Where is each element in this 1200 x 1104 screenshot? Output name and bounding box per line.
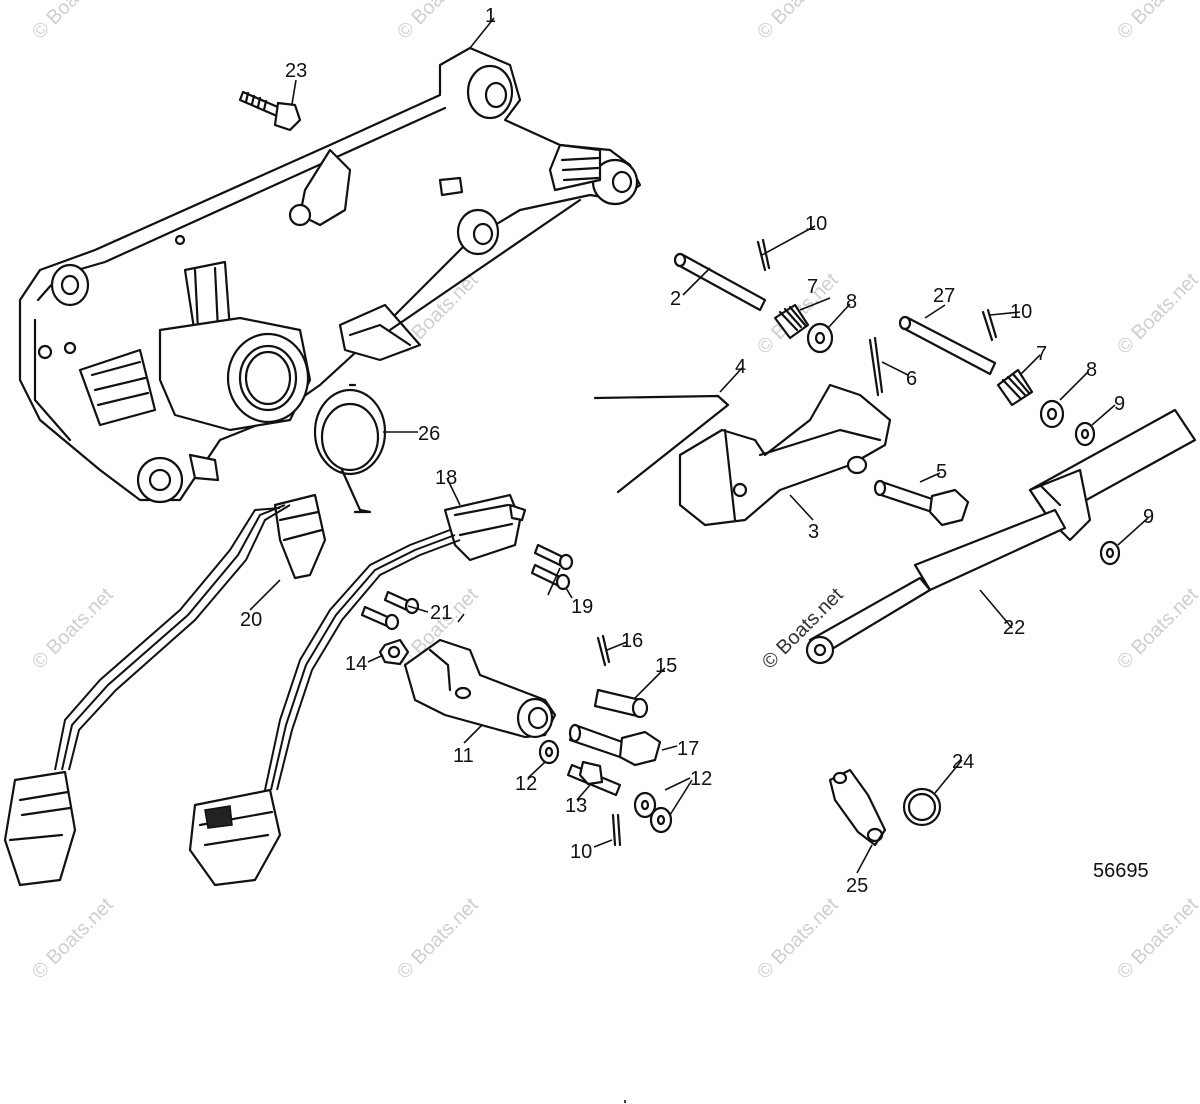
part-8-washer-left [806,322,834,354]
callout-3: 3 [808,521,819,543]
callout-5: 5 [936,461,947,483]
part-15-pin [593,688,649,719]
part-5-bolt [873,479,970,527]
part-7-spring-left [773,303,810,340]
callout-10-upper-right: 10 [1010,301,1032,323]
part-6-cotter-pin [868,336,884,397]
callout-7-left: 7 [807,276,818,298]
part-1-bracket [18,46,642,504]
part-24-plug [902,787,942,827]
watermark: © Boats.net [1113,0,1200,44]
part-8-washer-right [1039,399,1065,429]
watermark: © Boats.net [753,894,843,984]
part-21-screws [360,590,420,631]
part-9-washers [1074,421,1121,566]
callout-23: 23 [285,60,307,82]
callout-12-right: 12 [690,768,712,790]
callout-15: 15 [655,655,677,677]
callout-19: 19 [571,596,593,618]
callout-2: 2 [670,288,681,310]
part-19-screws [530,543,574,591]
callout-20: 20 [240,609,262,631]
part-16-cotter-pin [596,634,611,667]
part-10-cotter-pin-lower [611,813,622,847]
callout-10-lower: 10 [570,841,592,863]
callout-22: 22 [1003,617,1025,639]
callout-16: 16 [621,630,643,652]
part-26-spring [313,383,387,514]
callout-25: 25 [846,875,868,897]
callout-8-left: 8 [846,291,857,313]
callout-18: 18 [435,467,457,489]
part-25-clip [828,768,887,847]
watermark: © Boats.net [28,894,118,984]
part-27-shaft [898,315,997,376]
callout-4: 4 [735,356,746,378]
callout-7-right: 7 [1036,343,1047,365]
callout-6: 6 [906,368,917,390]
part-4-link-rod [593,394,730,494]
part-3-cam-lever [678,383,892,527]
part-7-spring-right [996,368,1034,407]
callout-10-upper-left: 10 [805,213,827,235]
part-17-bolt [568,723,662,767]
watermark: © Boats.net [28,584,118,674]
watermark: © Boats.net [1113,584,1200,674]
part-23-bolt [238,90,302,132]
callout-labels: 1 2 3 4 5 6 7 7 8 8 9 9 10 10 10 11 12 1… [240,5,1154,897]
watermark: © Boats.net [393,894,483,984]
callout-11: 11 [453,745,474,767]
part-20-sensor-harness [3,493,327,887]
callout-8-right: 8 [1086,359,1097,381]
callout-13: 13 [565,795,587,817]
callout-1: 1 [485,5,496,27]
watermark: © Boats.net [28,0,118,44]
part-18-switch-harness [188,493,527,887]
part-10-cotter-pin-upper-left [756,238,771,272]
document-number: 56695 [1093,860,1149,882]
part-11-lever [403,638,557,739]
part-2-shaft [673,252,767,312]
part-13-stud [566,760,622,797]
callout-26: 26 [418,423,440,445]
callout-27: 27 [933,285,955,307]
watermark: © Boats.net [1113,894,1200,984]
watermark: © Boats.net [1113,269,1200,359]
part-12-washers [538,739,673,834]
part-14-nut [378,638,410,666]
callout-17: 17 [677,738,699,760]
watermark: © Boats.net [753,0,843,44]
callout-9-lower: 9 [1143,506,1154,528]
leader-lines [249,17,1149,874]
watermark: © Boats.net [393,0,483,44]
callout-24: 24 [952,751,974,773]
part-10-cotter-pin-upper-right [981,308,998,342]
callout-14: 14 [345,653,367,675]
callout-12-left: 12 [515,773,537,795]
callout-9-upper: 9 [1114,393,1125,415]
callout-21: 21 [430,602,452,624]
part-22-shift-shaft [805,408,1197,665]
